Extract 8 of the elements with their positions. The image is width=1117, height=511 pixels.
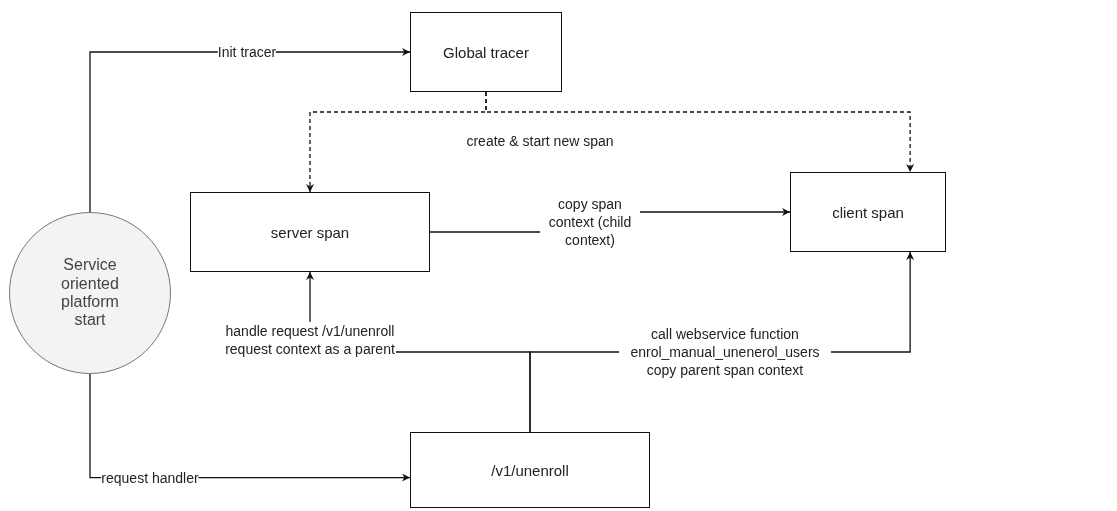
process-box: Global tracer	[410, 12, 562, 92]
edge-label: handle request /v1/unenroll request context as a parent	[224, 321, 396, 359]
arrow	[485, 91, 915, 173]
process-box: client span	[790, 172, 946, 252]
process-box: /v1/unenroll	[410, 432, 650, 508]
start-circle: Service oriented platform start	[9, 212, 171, 374]
edge-label: create & start new span	[466, 131, 614, 151]
process-box: server span	[190, 192, 430, 272]
